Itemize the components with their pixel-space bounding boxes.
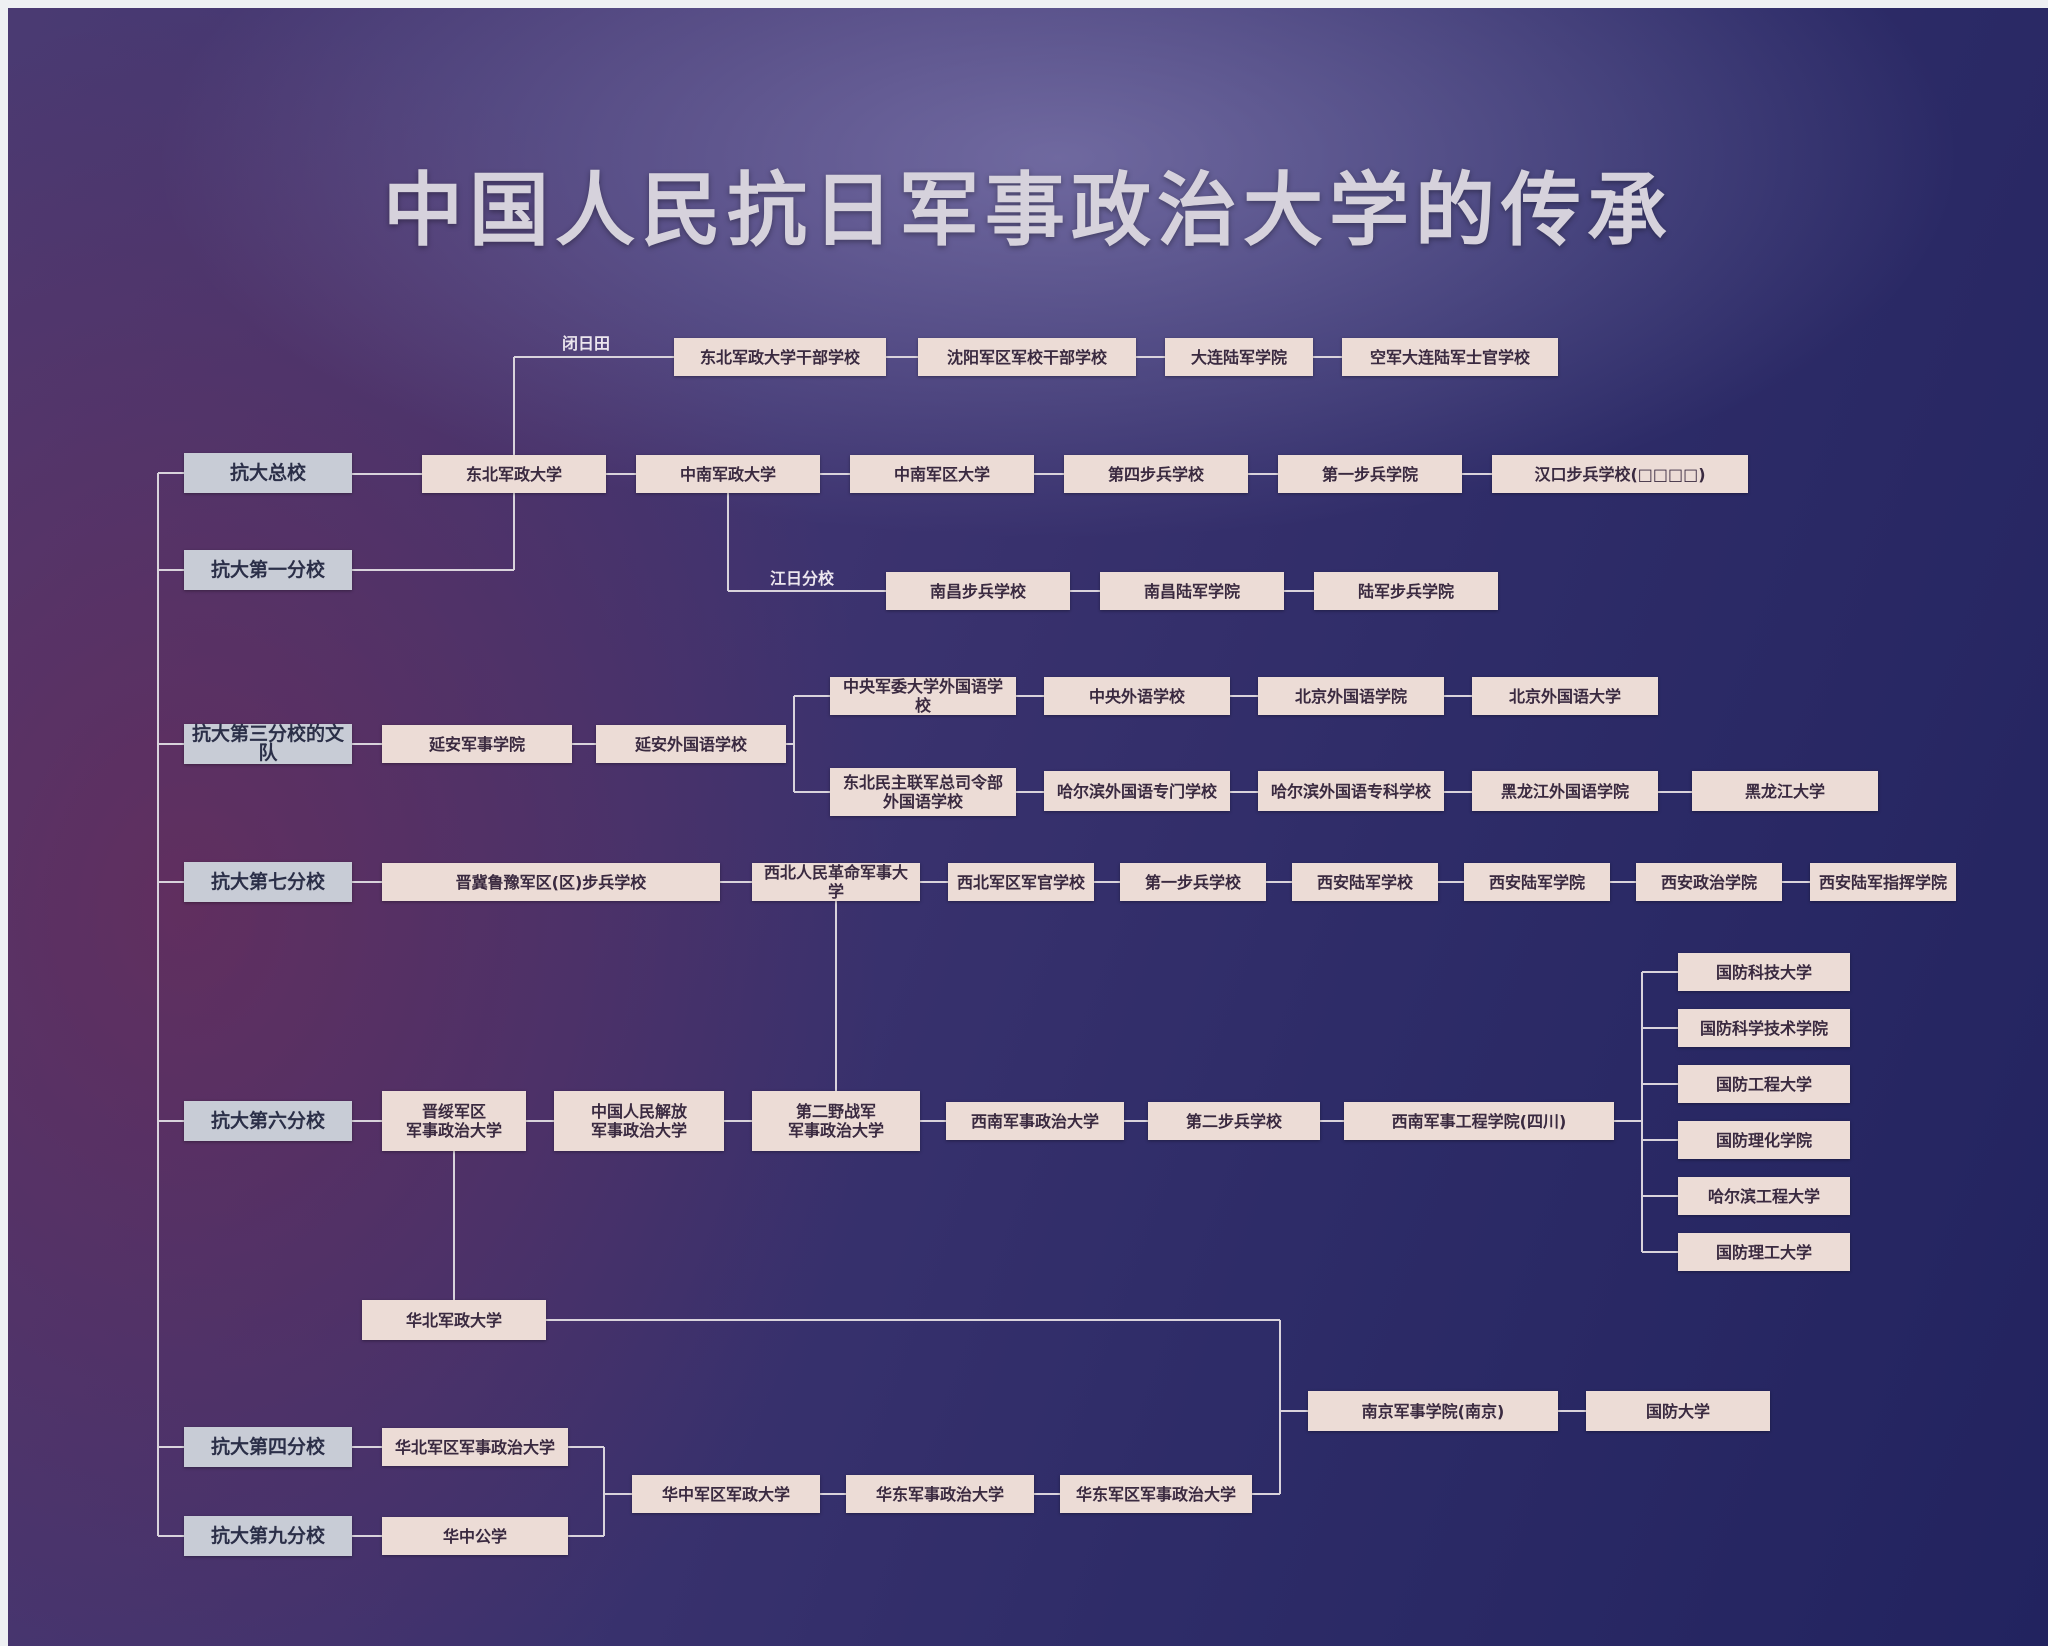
node-b4: 第四步兵学校 bbox=[1064, 455, 1248, 493]
node-b3: 中南军区大学 bbox=[850, 455, 1034, 493]
root-branch-9: 抗大第九分校 bbox=[184, 1516, 352, 1556]
node-g2: 西北人民革命军事大学 bbox=[752, 863, 920, 901]
node-m1: 南京军事学院(南京) bbox=[1308, 1391, 1558, 1431]
node-i1: 国防科技大学 bbox=[1678, 953, 1850, 991]
node-c2: 南昌陆军学院 bbox=[1100, 572, 1284, 610]
node-f4: 黑龙江外国语学院 bbox=[1472, 771, 1658, 811]
node-h4: 西南军事政治大学 bbox=[946, 1102, 1124, 1140]
connector-lines bbox=[157, 356, 1810, 1537]
node-h1: 晋绥军区 军事政治大学 bbox=[382, 1091, 526, 1151]
node-b6: 汉口步兵学校(□□□□) bbox=[1492, 455, 1748, 493]
root-main-school: 抗大总校 bbox=[184, 453, 352, 493]
root-branch-1: 抗大第一分校 bbox=[184, 550, 352, 590]
node-c1: 南昌步兵学校 bbox=[886, 572, 1070, 610]
node-a1: 东北军政大学干部学校 bbox=[674, 338, 886, 376]
node-j1: 华北军政大学 bbox=[362, 1300, 546, 1340]
node-l1: 华中公学 bbox=[382, 1517, 568, 1555]
node-b1: 东北军政大学 bbox=[422, 455, 606, 493]
root-branch-7: 抗大第七分校 bbox=[184, 862, 352, 902]
node-e4: 北京外国语大学 bbox=[1472, 677, 1658, 715]
node-i3: 国防工程大学 bbox=[1678, 1065, 1850, 1103]
node-e3: 北京外国语学院 bbox=[1258, 677, 1444, 715]
node-k4: 华东军区军事政治大学 bbox=[1060, 1475, 1252, 1513]
node-f3: 哈尔滨外国语专科学校 bbox=[1258, 771, 1444, 811]
node-a3: 大连陆军学院 bbox=[1165, 338, 1313, 376]
node-d1: 延安军事学院 bbox=[382, 725, 572, 763]
node-g6: 西安陆军学院 bbox=[1464, 863, 1610, 901]
root-branch-4: 抗大第四分校 bbox=[184, 1427, 352, 1467]
node-h3: 第二野战军 军事政治大学 bbox=[752, 1091, 920, 1151]
node-g1: 晋冀鲁豫军区(区)步兵学校 bbox=[382, 863, 720, 901]
branch-label-mid: 江日分校 bbox=[770, 569, 835, 588]
node-k3: 华东军事政治大学 bbox=[846, 1475, 1034, 1513]
node-k2: 华中军区军政大学 bbox=[632, 1475, 820, 1513]
root-branch-3: 抗大第三分校的文队 bbox=[184, 724, 352, 764]
node-f5: 黑龙江大学 bbox=[1692, 771, 1878, 811]
node-g7: 西安政治学院 bbox=[1636, 863, 1782, 901]
node-h5: 第二步兵学校 bbox=[1148, 1102, 1320, 1140]
node-h6: 西南军事工程学院(四川) bbox=[1344, 1102, 1614, 1140]
node-m2: 国防大学 bbox=[1586, 1391, 1770, 1431]
node-g5: 西安陆军学校 bbox=[1292, 863, 1438, 901]
node-d2: 延安外国语学校 bbox=[596, 725, 786, 763]
node-h2: 中国人民解放 军事政治大学 bbox=[554, 1091, 724, 1151]
node-e1: 中央军委大学外国语学校 bbox=[830, 677, 1016, 715]
node-e2: 中央外语学校 bbox=[1044, 677, 1230, 715]
branch-label-top: 闭日田 bbox=[562, 334, 611, 353]
node-i2: 国防科学技术学院 bbox=[1678, 1009, 1850, 1047]
node-b5: 第一步兵学院 bbox=[1278, 455, 1462, 493]
node-a2: 沈阳军区军校干部学校 bbox=[918, 338, 1136, 376]
lineage-board: 中国人民抗日军事政治大学的传承 闭日田 江日分校 抗大总校 抗大第一分校 抗大第… bbox=[8, 8, 2048, 1646]
node-g4: 第一步兵学校 bbox=[1120, 863, 1266, 901]
root-branch-6: 抗大第六分校 bbox=[184, 1101, 352, 1141]
node-i4: 国防理化学院 bbox=[1678, 1121, 1850, 1159]
node-i6: 国防理工大学 bbox=[1678, 1233, 1850, 1271]
node-c3: 陆军步兵学院 bbox=[1314, 572, 1498, 610]
node-a4: 空军大连陆军士官学校 bbox=[1342, 338, 1558, 376]
node-g3: 西北军区军官学校 bbox=[948, 863, 1094, 901]
node-f1: 东北民主联军总司令部 外国语学校 bbox=[830, 768, 1016, 816]
page-title: 中国人民抗日军事政治大学的传承 bbox=[383, 163, 1673, 257]
node-k1: 华北军区军事政治大学 bbox=[382, 1428, 568, 1466]
node-i5: 哈尔滨工程大学 bbox=[1678, 1177, 1850, 1215]
node-b2: 中南军政大学 bbox=[636, 455, 820, 493]
node-f2: 哈尔滨外国语专门学校 bbox=[1044, 771, 1230, 811]
node-g8: 西安陆军指挥学院 bbox=[1810, 863, 1956, 901]
